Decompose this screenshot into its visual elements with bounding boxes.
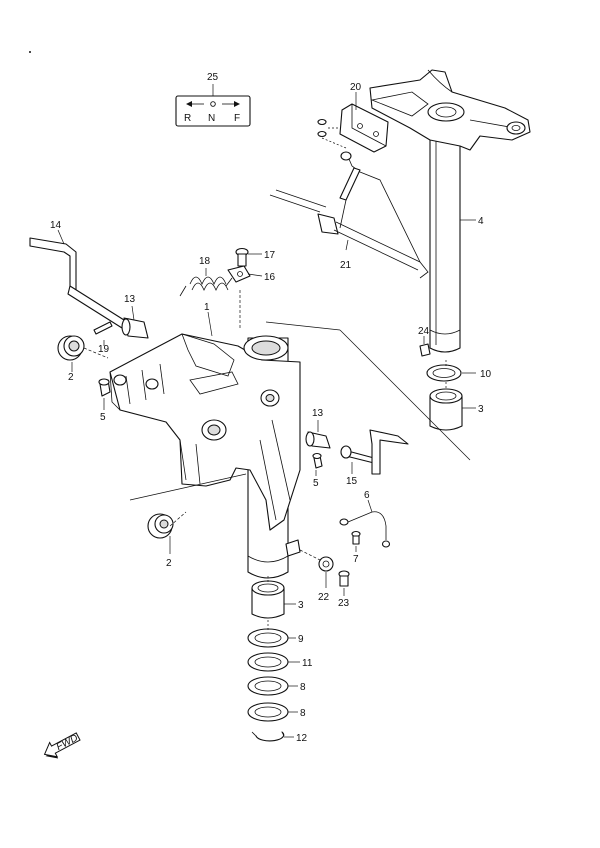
cap-bushing-upper bbox=[57, 335, 85, 361]
callout-3-right: 3 bbox=[478, 404, 484, 415]
leader-lines bbox=[57, 84, 476, 738]
spacer-bolt bbox=[338, 570, 350, 587]
callout-19: 19 bbox=[98, 344, 110, 355]
callout-7: 7 bbox=[353, 554, 359, 565]
callout-14: 14 bbox=[50, 220, 62, 231]
bushing-lower bbox=[305, 431, 331, 449]
shift-reverse-letter: R bbox=[184, 113, 191, 124]
callout-17: 17 bbox=[264, 250, 276, 261]
bushing-upper bbox=[121, 317, 149, 339]
washer-11 bbox=[247, 652, 289, 672]
callout-9: 9 bbox=[298, 634, 304, 645]
wire-screw bbox=[351, 530, 361, 545]
callout-23: 23 bbox=[338, 598, 350, 609]
spacer bbox=[318, 556, 334, 572]
stopper-plate bbox=[227, 265, 251, 283]
callout-20: 20 bbox=[350, 82, 362, 93]
steering-arm-shaft bbox=[369, 69, 531, 353]
forward-direction-arrow: FWD bbox=[43, 732, 81, 759]
callout-11: 11 bbox=[302, 658, 313, 669]
callout-10: 10 bbox=[480, 369, 492, 380]
callout-25: 25 bbox=[207, 72, 219, 83]
shift-forward-letter: F bbox=[234, 113, 240, 124]
callout-2-lower: 2 bbox=[166, 558, 172, 569]
bushing-bottom bbox=[251, 580, 285, 619]
cap-bushing-lower bbox=[147, 513, 174, 539]
bolt-right bbox=[312, 452, 323, 469]
callout-16: 16 bbox=[264, 272, 276, 283]
callout-24: 24 bbox=[418, 326, 430, 337]
callout-1: 1 bbox=[204, 302, 210, 313]
corner-mark bbox=[29, 51, 31, 53]
callout-6: 6 bbox=[364, 490, 370, 501]
shift-neutral-letter: N bbox=[208, 113, 215, 124]
callout-5-left: 5 bbox=[100, 412, 106, 423]
fwd-label: FWD bbox=[55, 733, 80, 753]
washer-8-lower bbox=[247, 702, 289, 722]
shift-lever-right bbox=[340, 429, 409, 475]
swivel-bracket bbox=[109, 333, 301, 579]
ground-wire bbox=[339, 511, 391, 548]
callout-labels: 25 20 4 14 21 18 17 16 13 1 24 19 10 2 3… bbox=[50, 72, 492, 744]
spring-pin bbox=[93, 321, 113, 335]
callout-4: 4 bbox=[478, 216, 484, 227]
screw bbox=[235, 247, 249, 267]
callout-22: 22 bbox=[318, 592, 330, 603]
washer-9 bbox=[247, 628, 289, 648]
callout-8-lower: 8 bbox=[300, 708, 306, 719]
callout-13-lower: 13 bbox=[312, 408, 324, 419]
shift-cable-assembly bbox=[269, 151, 429, 279]
callout-21: 21 bbox=[340, 260, 352, 271]
thrust-washer bbox=[426, 364, 462, 382]
callout-13-upper: 13 bbox=[124, 294, 136, 305]
callout-8-upper: 8 bbox=[300, 682, 306, 693]
callout-18: 18 bbox=[199, 256, 211, 267]
snap-ring bbox=[251, 731, 285, 742]
key bbox=[419, 343, 431, 357]
cable-bracket bbox=[317, 103, 389, 153]
shift-lever bbox=[29, 237, 129, 329]
callout-15: 15 bbox=[346, 476, 358, 487]
reference-lines bbox=[83, 137, 471, 630]
bolt-left bbox=[98, 378, 111, 397]
torsion-spring bbox=[179, 276, 233, 297]
callout-2-upper: 2 bbox=[68, 372, 74, 383]
callout-5-right: 5 bbox=[313, 478, 319, 489]
washer-8-upper bbox=[247, 676, 289, 696]
bushing-right bbox=[429, 388, 463, 431]
callout-12: 12 bbox=[296, 733, 308, 744]
callout-3-lower: 3 bbox=[298, 600, 304, 611]
shift-label-plate: R N F bbox=[175, 95, 251, 127]
